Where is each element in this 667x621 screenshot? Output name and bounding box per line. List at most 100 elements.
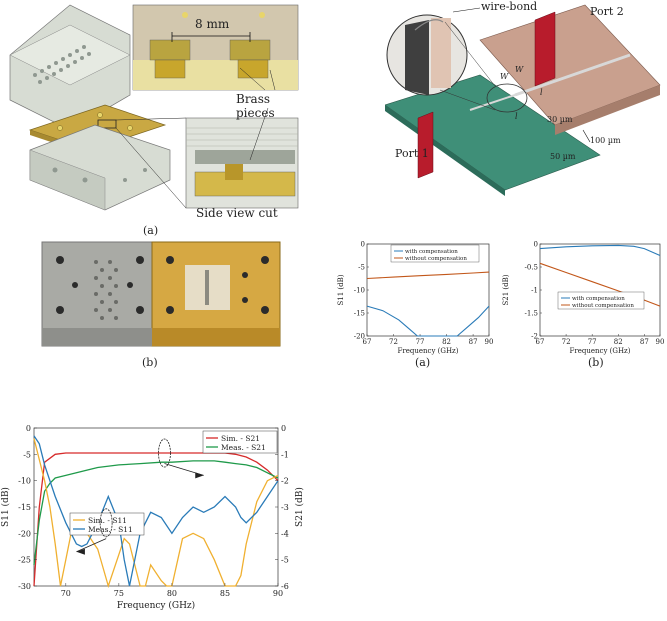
x-tick-label: 67 [536,338,545,346]
main-y-left-axis-label: S11 (dB) [0,487,11,527]
l-label-1: l [540,88,543,97]
legend-label-0: with compensation [405,249,458,255]
main-y-right-tick-label: 0 [281,424,286,433]
main-y-right-tick-label: -4 [281,529,289,538]
main-y-right-tick-label: -5 [281,556,289,565]
main-x-axis-label: Frequency (GHz) [117,600,195,611]
caption-chart-b: (b) [588,356,604,369]
left-axis-marker-ellipse [99,508,113,538]
chart-main: 70 75 80 85 90 0 -5 -10 -15 -20 -25 -30 0 -1 -2 -3 -4 -5 -… [0,420,310,617]
x-axis-label: Frequency (GHz) [398,347,459,355]
main-legend-top-box [202,430,278,454]
figure-block-assembly: 8 mm Brass pieces Side view cut (a) [0,0,310,237]
main-y-left-tick-label: -25 [18,556,31,565]
x-tick-label: 67 [363,338,372,346]
main-y-right-tick-label: -1 [281,450,289,459]
y-tick-label: 0 [361,241,365,249]
y-tick-label: -20 [354,333,365,341]
main-series-line-2 [33,438,279,589]
block-assembly-drawing [9,4,299,211]
main-y-left-tick-label: 0 [26,424,31,433]
main-legend-bottom-label-0: Sim. - S11 [88,516,127,525]
x-axis-label: Frequency (GHz) [570,347,631,355]
right-axis-marker-arrowhead [195,472,204,479]
w-label-1: W [500,72,509,81]
caption-photo: (b) [142,356,158,369]
y-tick-label: 0 [534,241,538,249]
y-tick-label: -10 [354,287,365,295]
legend-label-1: without compensation [572,303,634,309]
y-tick-label: -0.5 [525,264,539,272]
side-view-label: Side view cut [196,206,278,220]
left-axis-marker-arrow [76,538,107,553]
main-series-line-0 [33,452,279,587]
main-y-right-tick-label: -6 [281,582,289,591]
width-30um-label: 30 µm [547,115,573,124]
caption-chart-a: (a) [415,356,431,369]
fixture-photo [41,241,281,347]
width-50um-label: 50 µm [550,152,576,161]
x-tick-label: 90 [485,338,494,346]
main-y-left-tick-label: -5 [23,450,31,459]
brass-pieces-label: Brass pieces [236,92,275,120]
l-label-2: l [515,112,518,121]
x-tick-label: 82 [442,338,451,346]
main-y-left-tick-label: -10 [18,477,31,486]
wire-bond-label: wire-bond [481,0,538,13]
y-tick-label: -15 [354,310,365,318]
main-x-tick-label: 75 [114,589,124,598]
main-series-line-1 [33,460,279,565]
port2-label: Port 2 [590,5,624,18]
main-legend-top-label-0: Sim. - S21 [221,434,260,443]
w-label-2: W [515,65,524,74]
main-y-right-axis-label: S21 (dB) [294,487,305,527]
main-x-tick-label: 70 [61,589,71,598]
figure-transition: wire-bond Port 2 Port 1 W W l l 30 µm 10… [384,0,667,200]
y-axis-label: S21 (dB) [502,274,510,305]
series-line-1 [366,271,490,280]
main-legend-bottom-box [69,512,145,536]
main-x-tick-label: 90 [273,589,283,598]
main-x-tick-label: 80 [167,589,177,598]
plot-frame [539,243,661,337]
y-axis-label: S11 (dB) [337,274,345,305]
caption-top-left: (a) [143,224,159,237]
main-y-left-tick-label: -20 [18,529,31,538]
main-legend-bottom-label-1: Meas. - S11 [88,525,133,534]
main-y-left-tick-label: -15 [18,503,31,512]
x-tick-label: 82 [614,338,623,346]
legend-box [390,244,480,263]
chart-main-svg: 70 75 80 85 90 0 -5 -10 -15 -20 -25 -30 0 -1 -2 -3 -4 -5 -… [0,424,305,611]
legend-label-1: without compensation [405,256,467,262]
transition-drawing [384,4,661,196]
dimension-label: 8 mm [195,17,230,31]
port1-label: Port 1 [395,147,429,160]
left-axis-marker-arrowhead [76,548,85,555]
main-y-left-tick-label: -30 [18,582,31,591]
series-line-1 [539,262,661,307]
right-axis-marker-ellipse [158,438,171,468]
x-tick-label: 77 [588,338,597,346]
y-tick-label: -1.5 [525,310,539,318]
legend-label-0: with compensation [572,296,625,302]
y-tick-label: -2 [531,333,538,341]
x-tick-label: 87 [469,338,478,346]
x-tick-label: 90 [656,338,665,346]
y-tick-label: -5 [358,264,365,272]
x-tick-label: 72 [389,338,398,346]
x-tick-label: 87 [640,338,649,346]
width-100um-label: 100 µm [590,136,621,145]
x-tick-label: 77 [416,338,425,346]
main-legend-top-label-1: Meas. - S21 [221,443,266,452]
series-line-0 [539,244,661,257]
x-tick-label: 72 [562,338,571,346]
main-x-tick-label: 85 [220,589,230,598]
series-line-0 [366,305,490,337]
y-tick-label: -1 [531,287,538,295]
main-y-right-tick-label: -2 [281,477,289,486]
main-y-right-tick-label: -3 [281,503,289,512]
